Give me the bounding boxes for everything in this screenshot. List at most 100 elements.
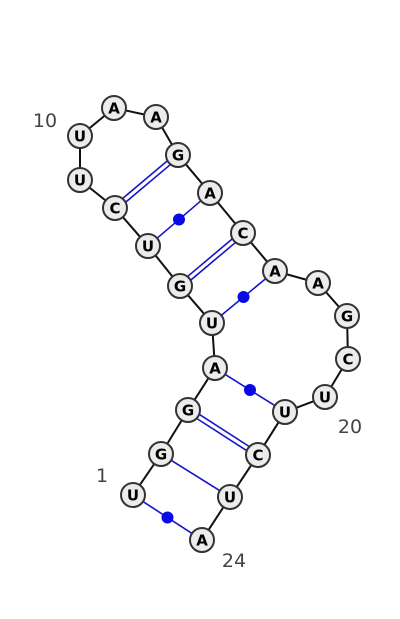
backbone-link (138, 463, 156, 486)
nucleotide-letter: C (252, 447, 263, 465)
nucleotide-circle (143, 104, 169, 130)
nucleotide-circle (67, 167, 93, 193)
backbone-link (187, 294, 205, 315)
backbone-link (286, 273, 307, 281)
nucleotide-letter: G (155, 446, 167, 464)
backbone-link (125, 109, 145, 116)
nucleotide: G (148, 441, 174, 467)
base-pair (196, 413, 250, 452)
pair-line (187, 238, 233, 278)
position-number-label: 24 (222, 550, 246, 572)
pair-line (170, 459, 221, 492)
pair-line (198, 413, 250, 448)
backbone-layer (79, 109, 349, 531)
nucleotide: A (143, 104, 169, 130)
nucleotide-circle (245, 442, 271, 468)
nucleotide-letter: U (206, 315, 218, 333)
nucleotide-letter: U (74, 172, 86, 190)
nucleotide-letter: G (182, 402, 194, 420)
nucleotide: C (245, 442, 271, 468)
nucleotide: U (67, 123, 93, 149)
nucleotide: U (120, 482, 146, 508)
nucleotide-letter: A (312, 275, 324, 293)
nucleotide: C (230, 220, 256, 246)
backbone-link (249, 241, 269, 263)
nucleotide: U (67, 167, 93, 193)
nucleotide-letter: U (142, 238, 154, 256)
nucleotide-circle (175, 397, 201, 423)
nucleotide-letter: C (237, 225, 248, 243)
nucleotide-circle (334, 303, 360, 329)
backbone-link (88, 186, 107, 202)
nucleotide-circle (272, 399, 298, 425)
nucleotide-circle (202, 355, 228, 381)
number-label-layer: 1 10 20 24 (33, 110, 362, 572)
wobble-pair-dot (161, 511, 174, 524)
pair-line (190, 241, 236, 281)
wobble-pair-dot (173, 213, 185, 226)
nucleotide-letter: G (174, 278, 186, 296)
base-pair (170, 459, 221, 492)
pair-line (125, 163, 171, 203)
backbone-link (207, 506, 225, 531)
position-number-label: 10 (33, 110, 57, 132)
nucleotide-circle (67, 123, 93, 149)
nucleotide-letter: A (204, 185, 216, 203)
nucleotide-circle (102, 195, 128, 221)
base-pair (187, 238, 236, 281)
nucleotide-letter: A (108, 100, 120, 118)
base-pair (122, 160, 171, 203)
nucleotide: U (272, 399, 298, 425)
backbone-link (161, 126, 173, 146)
backbone-link (263, 421, 280, 446)
nucleotide: C (335, 346, 361, 372)
nucleotide-circle (335, 346, 361, 372)
nucleotide: U (312, 384, 338, 410)
nucleotide-letter: A (196, 532, 208, 550)
backbone-link (184, 163, 204, 185)
nucleotide-letter: G (341, 308, 353, 326)
backbone-link (88, 114, 106, 130)
nucleotide: U (199, 310, 225, 336)
nucleotide: G (334, 303, 360, 329)
nucleotide-circle (189, 527, 215, 553)
nucleotide-circle (217, 484, 243, 510)
nucleotide-circle (167, 273, 193, 299)
nucleotide: A (197, 180, 223, 206)
base-pair-layer (122, 160, 276, 535)
position-number-label: 1 (96, 465, 108, 487)
nucleotide: A (305, 270, 331, 296)
nucleotide: G (175, 397, 201, 423)
nucleotide-letter: U (279, 404, 291, 422)
nucleotide-letter: U (74, 128, 86, 146)
wobble-pair-dot (237, 291, 250, 303)
nucleotide: G (165, 142, 191, 168)
nucleotide-circle (135, 233, 161, 259)
backbone-link (216, 201, 237, 225)
position-number-label: 20 (338, 416, 362, 438)
base-pair (142, 500, 193, 535)
backbone-link (330, 368, 343, 388)
nucleotide-letter: G (172, 147, 184, 165)
nucleotide-circle (230, 220, 256, 246)
nucleotide-letter: U (127, 487, 139, 505)
backbone-link (211, 334, 216, 357)
backbone-link (295, 400, 315, 409)
nucleotide-circle (312, 384, 338, 410)
base-pair (224, 373, 276, 407)
nucleotide: A (262, 258, 288, 284)
nucleotide-letter: A (269, 263, 281, 281)
nucleotide: U (135, 233, 161, 259)
backbone-link (235, 464, 253, 488)
pair-line (122, 160, 168, 200)
nucleotide-circle (148, 441, 174, 467)
nucleotide-circle (165, 142, 191, 168)
base-pair (156, 200, 202, 239)
backbone-link (166, 419, 183, 445)
wobble-pair-dot (244, 384, 256, 396)
nucleotide-letter: A (150, 109, 162, 127)
backbone-link (193, 377, 210, 401)
nucleotide: U (217, 484, 243, 510)
